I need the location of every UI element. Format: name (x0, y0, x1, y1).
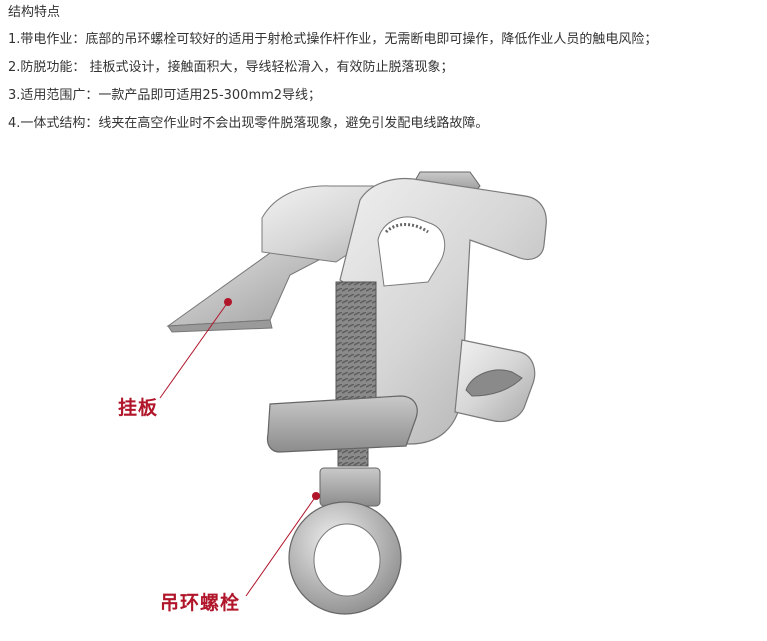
hex-nut (411, 171, 481, 199)
section-title: 结构特点 (8, 5, 61, 20)
hanging-plate (166, 185, 423, 333)
feature-item-1: 1.带电作业：底部的吊环螺栓可较好的适用于射枪式操作杆作业，无需断电即可操作，降… (8, 32, 658, 47)
callout-hanging-plate: 挂板 (118, 397, 159, 419)
lower-block (266, 395, 418, 453)
feature-item-2: 2.防脱功能： 挂板式设计，接触面积大，导线轻松滑入，有效防止脱落现象； (8, 60, 454, 75)
feature-item-4: 4.一体式结构：线夹在高空作业时不会出现零件脱落现象，避免引发配电线路故障。 (8, 116, 489, 131)
clamp-body (312, 178, 547, 445)
feature-item-3: 3.适用范围广：一款产品即可适用25-300mm2导线； (8, 88, 322, 103)
eye-bolt-collar (319, 467, 381, 507)
eye-bolt-ring (288, 501, 402, 615)
callout-eye-bolt: 吊环螺栓 (160, 592, 241, 614)
callout-markers (159, 298, 320, 597)
threaded-bolt (335, 281, 377, 467)
